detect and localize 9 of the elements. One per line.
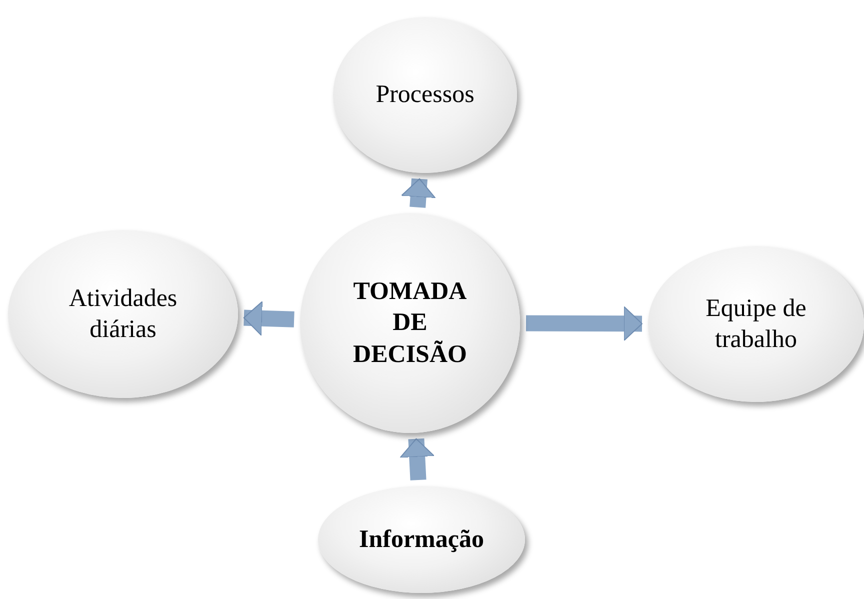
node-label: TOMADA DE DECISÃO — [352, 277, 468, 370]
node-label: Equipe de trabalho — [704, 294, 808, 355]
block-arrow — [526, 306, 642, 342]
node-label: Atividades diárias — [68, 284, 178, 345]
block-arrow — [400, 438, 435, 480]
block-arrow — [243, 300, 294, 336]
block-arrow — [400, 178, 436, 208]
node-label: Processos — [376, 80, 474, 110]
node-label: Informação — [359, 524, 484, 555]
